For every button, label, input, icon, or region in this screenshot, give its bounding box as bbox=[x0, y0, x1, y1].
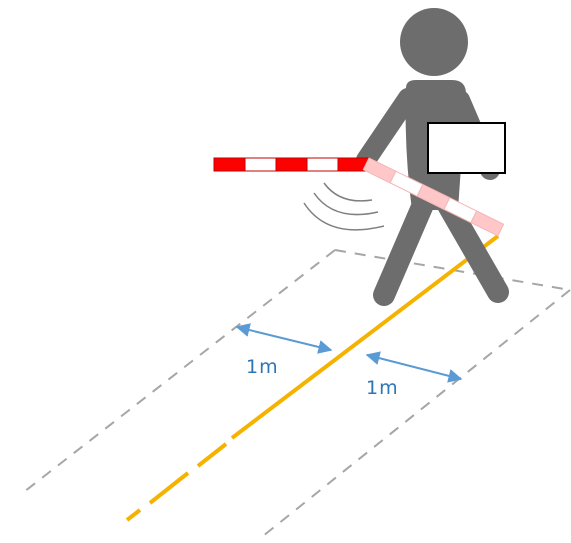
lane-boundary-left bbox=[19, 249, 336, 496]
sound-waves-icon bbox=[303, 182, 385, 231]
cane-rear-segments bbox=[362, 157, 505, 237]
clipboard-icon bbox=[427, 122, 506, 174]
right-distance-arrow bbox=[365, 351, 463, 383]
lane-boundary-right bbox=[257, 289, 571, 541]
center-guide-line bbox=[125, 234, 500, 522]
left-distance-arrow bbox=[235, 323, 333, 354]
person-head bbox=[400, 8, 468, 76]
lane-boundary bbox=[19, 249, 571, 541]
person-left-arm bbox=[356, 88, 418, 170]
white-cane-icon bbox=[213, 157, 505, 237]
right-distance-label: 1m bbox=[366, 377, 399, 399]
person-right-leg bbox=[434, 189, 509, 303]
center-line-dash-1 bbox=[196, 442, 228, 468]
center-line-dash-3 bbox=[125, 508, 142, 522]
left-distance-label: 1m bbox=[246, 356, 279, 378]
center-line-solid bbox=[230, 234, 500, 440]
person-left-leg bbox=[373, 189, 436, 306]
center-line-dash-2 bbox=[148, 471, 190, 505]
cane-front-segments bbox=[213, 157, 370, 172]
